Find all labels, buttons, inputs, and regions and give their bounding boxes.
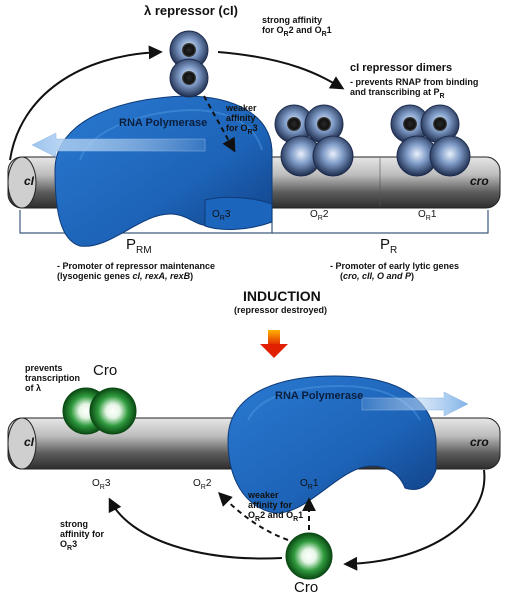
or2-label-top: OR2 [310,209,329,222]
rna-polymerase-label-top: RNA Polymerase [119,117,208,129]
induction-arrow [260,330,288,358]
strong-affinity-label-bottom: strong affinity for OR3 [60,519,104,552]
or1-label-top: OR1 [418,209,437,222]
cycle-arrow-bottom-left [108,497,283,560]
pr-label: PR [380,236,398,256]
weaker-affinity-label-top: weaker affinity for OR3 [226,103,258,136]
cycle-arrow-left [9,45,163,161]
cycle-arrow-bottom-right [343,469,486,571]
repressor-title: λ repressor (cI) [144,3,238,18]
induction-title: INDUCTION [243,288,321,304]
repressor-dimers-or2 [274,104,354,177]
or1-label-bottom: OR1 [300,478,319,491]
cro-label-top: Cro [93,362,118,379]
induction-subtitle: (repressor destroyed) [234,305,328,315]
repressor-dimers-or1 [390,104,471,177]
transcription-arrow-bottom [361,391,469,417]
weaker-affinity-label-bottom: weaker affinity for OR2 and OR1 [248,490,304,523]
gene-cro-bottom: cro [470,435,489,449]
pr-description: - Promoter of early lytic genes (cro, cI… [330,261,460,281]
prevents-transcription-label: prevents transcription of λ [25,363,81,393]
prm-label: PRM [126,236,152,256]
cycle-arrow-right [217,51,345,90]
or2-label-bottom: OR2 [193,478,212,491]
rna-polymerase-top [54,95,273,247]
pr-bracket [272,210,489,234]
cro-monomer-free [285,532,333,580]
gene-cI-bottom: cI [24,435,35,449]
dimers-title: cI repressor dimers [350,62,453,74]
strong-affinity-label-top: strong affinity for OR2 and OR1 [262,15,332,38]
transcription-arrow-top [31,132,206,158]
gene-cI-top: cI [24,174,35,188]
weaker-affinity-arrow-top [203,95,236,153]
rna-polymerase-label-bottom: RNA Polymerase [275,390,364,402]
or3-label-top: OR3 [212,209,231,222]
repressor-dimer-free [169,30,209,98]
gene-cro-top: cro [470,174,489,188]
cro-dimer-bound [62,387,137,435]
cro-label-bottom: Cro [294,579,319,596]
dimers-description: - prevents RNAP from binding and transcr… [350,77,479,100]
weaker-arrow-bottom-or2 [218,492,289,541]
prm-description: - Promoter of repressor maintenance (lys… [57,261,216,281]
or3-label-bottom: OR3 [92,478,111,491]
